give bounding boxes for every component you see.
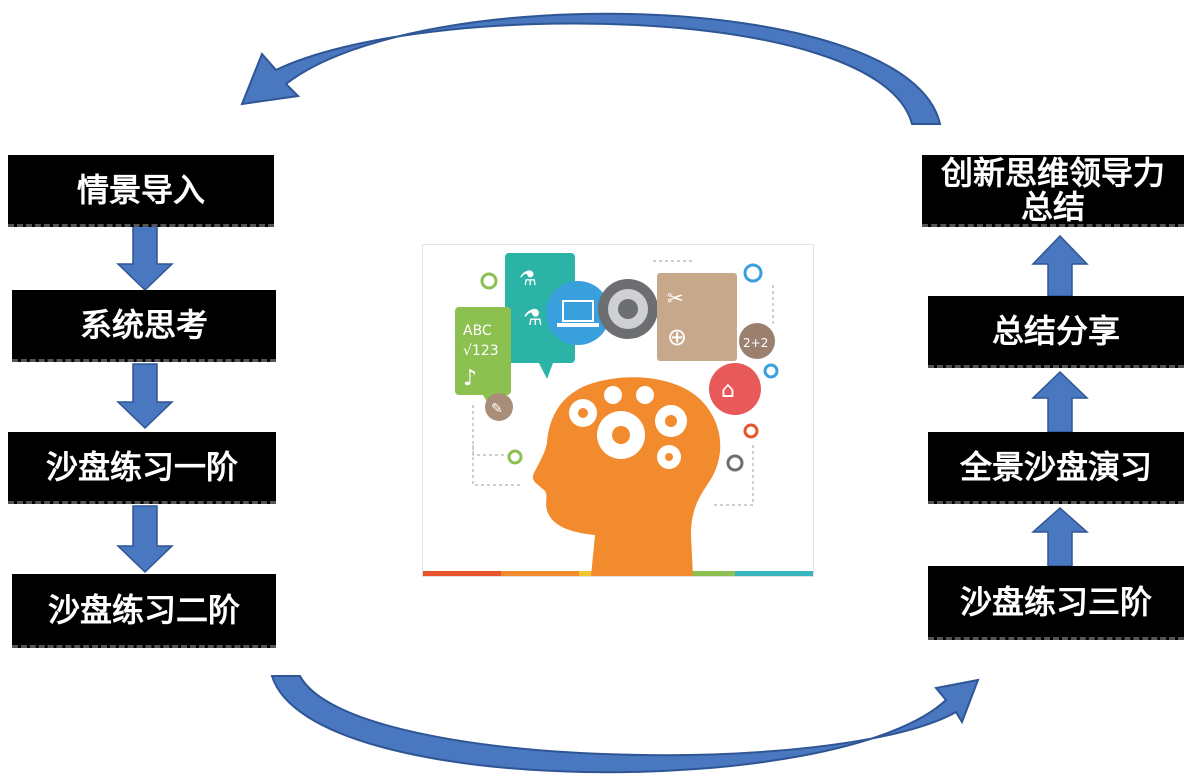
step-label: 沙盘练习一阶 [45, 447, 238, 486]
globe-icon: 2+2 [739, 323, 775, 359]
up-arrow-1 [1031, 506, 1089, 567]
step-label: 总结分享 [991, 311, 1120, 350]
step-label: 情景导入 [76, 170, 205, 209]
connector-lines [472, 260, 774, 506]
step-label: 沙盘练习三阶 [959, 582, 1152, 621]
up-arrow-3 [1031, 234, 1089, 297]
svg-text:✂: ✂ [667, 286, 684, 310]
step-box-sandbox-level-3: 沙盘练习三阶 [928, 566, 1184, 640]
head-gears-illustration: ⚗ ⚗ ABC √123 ♪ ✂ ⊕ 2+2 [422, 244, 814, 577]
step-box-systems-thinking: 系统思考 [12, 290, 276, 362]
head-silhouette [532, 377, 721, 576]
svg-text:⊕: ⊕ [667, 323, 687, 351]
gear-icon [598, 279, 658, 339]
head-gears-svg: ⚗ ⚗ ABC √123 ♪ ✂ ⊕ 2+2 [423, 253, 813, 576]
step-box-sandbox-level-2: 沙盘练习二阶 [12, 574, 276, 648]
svg-text:✎: ✎ [491, 401, 503, 417]
gear-icon [569, 386, 687, 469]
svg-text:⚗: ⚗ [523, 306, 543, 331]
svg-text:⚗: ⚗ [519, 266, 537, 290]
bank-icon: ⌂ [709, 363, 761, 415]
gear-icon [480, 263, 779, 472]
down-arrow-3 [116, 505, 174, 574]
svg-text:2+2: 2+2 [743, 336, 768, 350]
down-arrow-2 [116, 363, 174, 430]
top-curved-arrow [240, 12, 942, 125]
step-label-line-1: 创新思维领导力 [940, 153, 1165, 192]
step-label: 全景沙盘演习 [959, 447, 1152, 486]
step-box-scenario-intro: 情景导入 [8, 155, 274, 227]
svg-text:⌂: ⌂ [721, 378, 735, 403]
down-arrow-1 [116, 225, 174, 292]
step-label-line-2: 总结 [1020, 187, 1085, 226]
bottom-curved-arrow [270, 675, 980, 774]
svg-text:ABC: ABC [463, 323, 492, 339]
step-box-sandbox-level-1: 沙盘练习一阶 [8, 432, 276, 504]
step-box-full-sandbox-exercise: 全景沙盘演习 [928, 432, 1184, 504]
step-label: 系统思考 [79, 305, 208, 344]
svg-text:♪: ♪ [463, 366, 477, 391]
step-box-summary-sharing: 总结分享 [928, 296, 1184, 368]
book-icon: ✂ ⊕ [657, 273, 737, 361]
step-label: 沙盘练习二阶 [47, 590, 240, 629]
music-note-icon: ABC √123 ♪ [455, 307, 511, 409]
step-box-innovation-leadership-summary: 创新思维领导力 总结 [922, 155, 1184, 227]
dna-icon: ✎ [485, 393, 513, 421]
up-arrow-2 [1031, 370, 1089, 433]
laptop-icon [546, 281, 610, 345]
svg-text:√123: √123 [463, 343, 499, 359]
